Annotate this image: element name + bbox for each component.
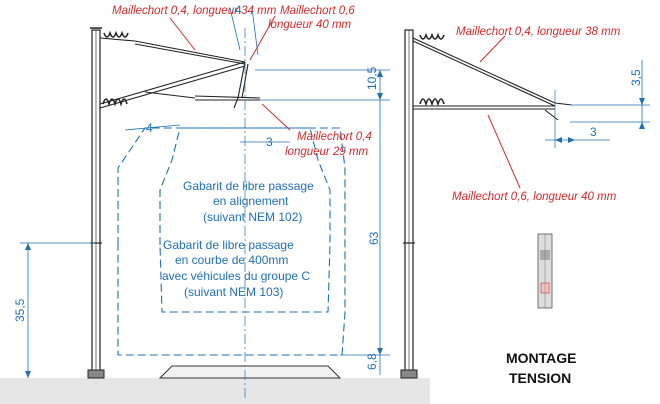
gauge-curve-line1: Gabarit de libre passage — [163, 238, 294, 252]
dim-3-right: 3 — [590, 125, 597, 139]
title-line1: MONTAGE — [506, 350, 577, 366]
right-stay-wires — [412, 32, 573, 121]
gauge-curve-line3: avec véhicules du groupe C — [162, 269, 310, 283]
gauge-alignment-line2: en alignement — [213, 194, 289, 208]
right-assembly: Maillechort 0,4, longueur 38 mm Maillech… — [400, 26, 650, 404]
upper-stay-wire — [99, 30, 246, 65]
gauge-alignment-line3: (suivant NEM 102) — [203, 210, 302, 224]
gauge-outline-curve — [117, 127, 346, 356]
dim-3-5: 3,5 — [629, 69, 643, 86]
callout-top-wire: Maillechort 0,4, longueur 34 mm — [112, 5, 277, 17]
dim-4-gauge: 4 — [146, 121, 153, 135]
callout-leaders-right — [479, 35, 521, 189]
callout-pole-upper: Maillechort 0,6 — [280, 5, 355, 17]
dim-4-top: 4 — [235, 3, 242, 17]
gauge-curve-line4: (suivant NEM 103) — [184, 285, 283, 299]
ground-block-left — [0, 378, 400, 404]
mast-right — [400, 29, 418, 379]
dimension-arrows-right — [555, 98, 645, 143]
callout-right-top-wire: Maillechort 0,4, longueur 38 mm — [456, 26, 621, 38]
callout-leaders-left — [169, 15, 291, 131]
left-assembly: Maillechort 0,4, longueur 34 mm Maillech… — [0, 3, 400, 404]
dimension-arrows-left — [25, 70, 383, 378]
callout-dropper-1: Maillechort 0,4 — [297, 131, 372, 143]
dim-63: 63 — [367, 231, 381, 245]
dim-10-5: 10,5 — [365, 66, 379, 90]
dimension-lines-left — [20, 7, 390, 378]
callout-pole-upper-length: longueur 40 mm — [268, 19, 352, 31]
dim-3-left: 3 — [266, 135, 273, 149]
callout-right-bottom-wire: Maillechort 0,6, longueur 40 mm — [452, 191, 617, 203]
callout-dropper-2: longueur 29 mm — [285, 146, 369, 158]
lower-registration-arm — [99, 61, 261, 109]
title-line2: TENSION — [509, 370, 571, 386]
ground-block-right — [400, 378, 430, 404]
dim-35-5: 35,5 — [13, 298, 27, 322]
gauge-outline-alignment — [159, 127, 331, 313]
mast-left — [87, 27, 105, 379]
clamp-detail — [537, 233, 553, 309]
dim-6-8: 6,8 — [365, 353, 379, 370]
rail-bed — [158, 365, 342, 379]
gauge-alignment-line1: Gabarit de libre passage — [183, 179, 314, 193]
gauge-curve-line2: en courbe de 400mm — [175, 253, 288, 267]
